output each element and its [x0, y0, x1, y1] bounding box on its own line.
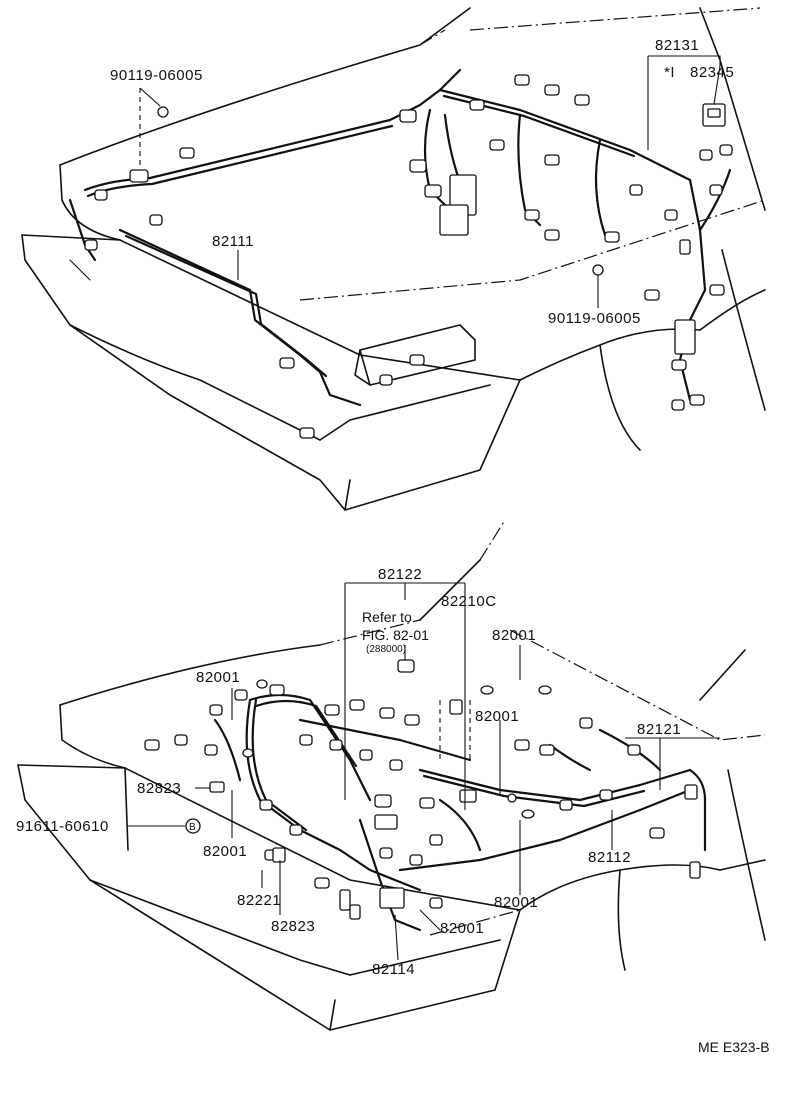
label-clamp-82001-c: 82001 [475, 708, 519, 725]
label-bracket-82823-a: 82823 [137, 780, 181, 797]
part-82823-lower [272, 847, 286, 863]
lower-car-body [17, 519, 766, 1031]
bolt-b-symbol [185, 818, 201, 834]
label-harness-82112: 82112 [588, 849, 631, 866]
lower-harnesses [213, 693, 707, 932]
label-relay-82345: 82345 [690, 64, 734, 81]
bolt-right-part [592, 264, 604, 276]
upper-leader-lines [139, 55, 721, 308]
label-refer-line2: FIG. 82-01 [362, 627, 429, 643]
label-note-mark: *I [664, 64, 675, 81]
label-refer-line3: (288000) [366, 644, 406, 655]
label-bolt-91611: 91611-60610 [16, 818, 109, 835]
label-clamp-82001-b: 82001 [196, 669, 240, 686]
label-clamp-82001-e: 82001 [494, 894, 538, 911]
label-bolt-symbol: B [189, 822, 196, 833]
label-harness-82210c: 82210C [441, 593, 497, 610]
figure-code: ME E323-B [698, 1039, 770, 1055]
lower-leader-lines [128, 582, 720, 961]
label-clamp-82001-a: 82001 [492, 627, 536, 644]
label-clamp-82001-d: 82001 [203, 843, 247, 860]
label-harness-82221: 82221 [237, 892, 281, 909]
label-refer-line1: Refer to [362, 609, 412, 625]
label-harness-82121: 82121 [637, 721, 681, 738]
label-harness-82131: 82131 [655, 37, 699, 54]
label-harness-82114: 82114 [372, 961, 415, 978]
label-bolt-90119-top: 90119-06005 [110, 67, 203, 84]
label-harness-82122: 82122 [378, 566, 422, 583]
label-clamp-82001-f: 82001 [440, 920, 484, 937]
upper-connectors [84, 74, 733, 439]
label-harness-82111: 82111 [212, 233, 254, 250]
bolt-top-part [157, 106, 169, 118]
lower-connectors [144, 659, 701, 920]
label-bolt-90119-right: 90119-06005 [548, 310, 641, 327]
part-82114 [379, 887, 405, 909]
part-82823-upper [209, 781, 225, 793]
upper-car-body [21, 7, 766, 511]
label-bracket-82823-b: 82823 [271, 918, 315, 935]
